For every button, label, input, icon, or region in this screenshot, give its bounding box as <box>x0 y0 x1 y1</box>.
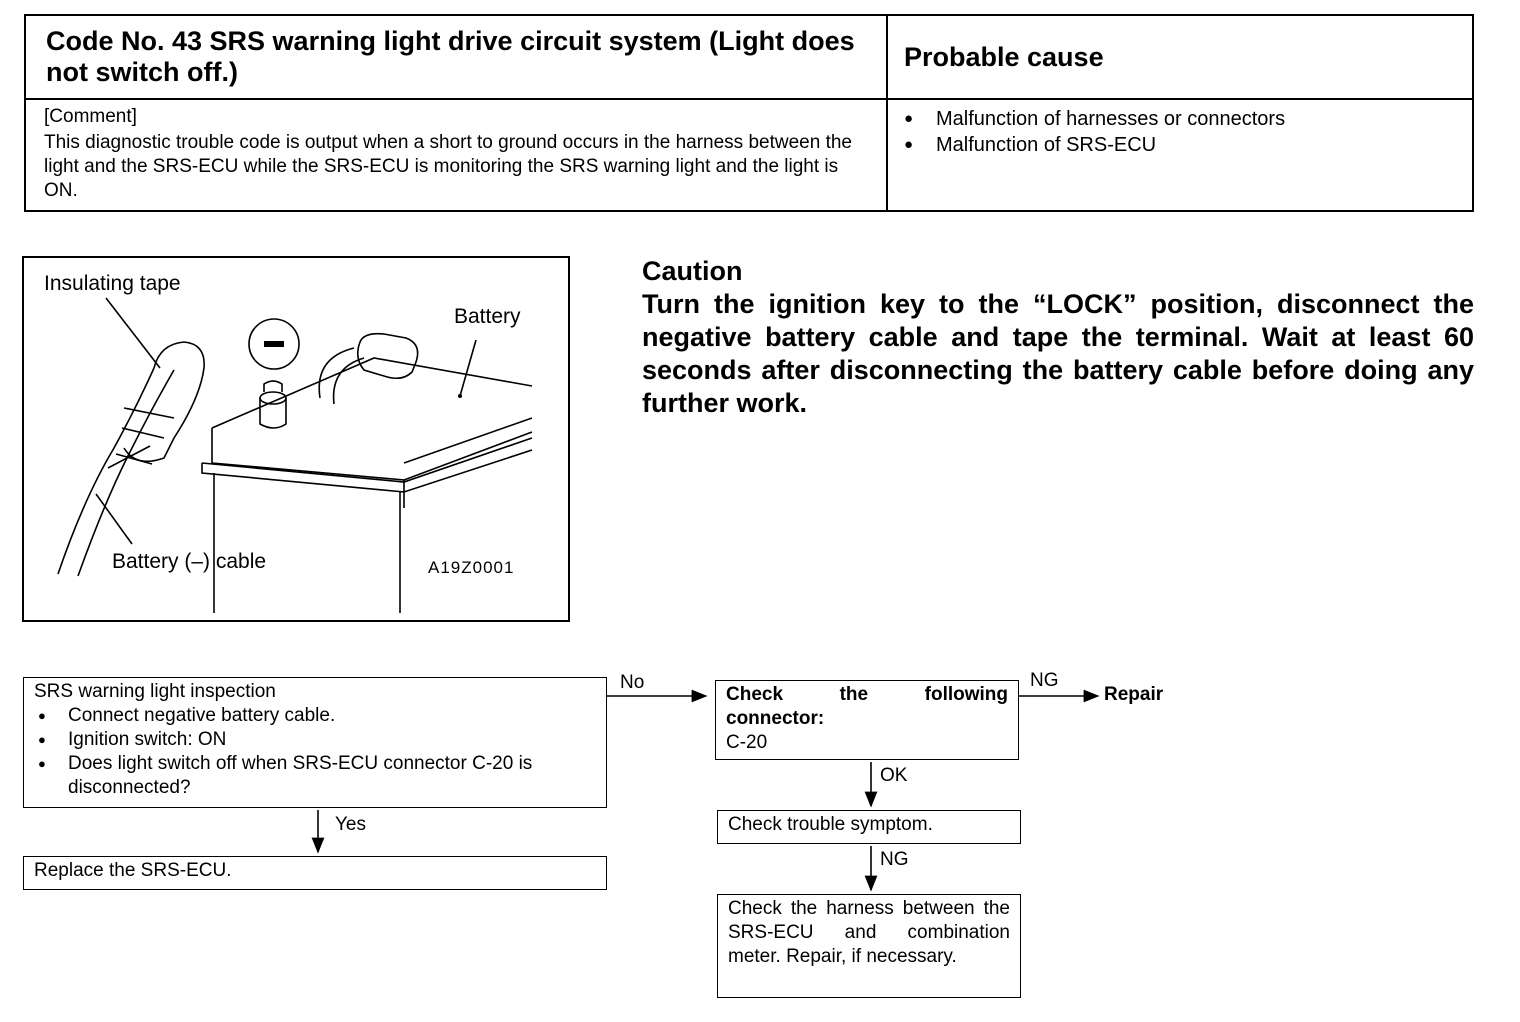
check-connector-value: C-20 <box>726 732 768 753</box>
inspection-box: SRS warning light inspection Connect neg… <box>23 677 607 808</box>
repair-text: Repair <box>1104 684 1164 705</box>
replace-ecu-box: Replace the SRS-ECU. <box>23 856 607 890</box>
no-label: No <box>620 672 645 693</box>
figure-code: A19Z0001 <box>428 558 515 577</box>
inspection-list: Connect negative battery cable. Ignition… <box>34 704 596 800</box>
ng-label-harness: NG <box>880 849 909 870</box>
inspection-item: Does light switch off when SRS-ECU conne… <box>34 752 596 800</box>
ok-label: OK <box>880 765 908 786</box>
check-connector-box: Check the following connector: C-20 <box>715 680 1019 760</box>
minus-symbol-icon <box>248 318 300 370</box>
battery-illustration: Insulating tape Battery Battery (–) cabl… <box>22 256 570 622</box>
ng-label-repair: NG <box>1030 670 1059 691</box>
comment-text: This diagnostic trouble code is output w… <box>44 132 852 201</box>
caution-title: Caution <box>642 256 743 286</box>
comment-label: [Comment] <box>44 106 137 127</box>
battery-label: Battery <box>454 305 521 328</box>
replace-ecu-text: Replace the SRS-ECU. <box>34 860 232 881</box>
yes-label: Yes <box>335 814 366 835</box>
inspection-title: SRS warning light inspection <box>34 681 276 702</box>
battery-cable-label: Battery (–) cable <box>112 550 267 573</box>
inspection-item: Ignition switch: ON <box>34 728 596 752</box>
header-table: Code No. 43 SRS warning light drive circ… <box>24 14 1474 212</box>
check-connector-title: Check the following connector: <box>726 684 1008 729</box>
code-title: Code No. 43 SRS warning light drive circ… <box>46 26 855 87</box>
probable-cause-heading: Probable cause <box>904 42 1104 72</box>
cause-item: Malfunction of harnesses or connectors <box>902 106 1285 132</box>
battery-drawing <box>57 297 533 613</box>
table-column-divider <box>886 16 888 210</box>
insulating-tape-label: Insulating tape <box>44 272 181 295</box>
check-harness-text: Check the harness between the SRS-ECU an… <box>728 898 1010 967</box>
check-symptom-box: Check trouble symptom. <box>717 810 1021 844</box>
check-harness-box: Check the harness between the SRS-ECU an… <box>717 894 1021 998</box>
caution-text: Turn the ignition key to the “LOCK” posi… <box>642 289 1474 418</box>
cause-list: Malfunction of harnesses or connectors M… <box>902 106 1285 158</box>
inspection-item: Connect negative battery cable. <box>34 704 596 728</box>
table-row-divider <box>26 98 1472 100</box>
check-symptom-text: Check trouble symptom. <box>728 814 933 835</box>
cause-item: Malfunction of SRS-ECU <box>902 132 1285 158</box>
